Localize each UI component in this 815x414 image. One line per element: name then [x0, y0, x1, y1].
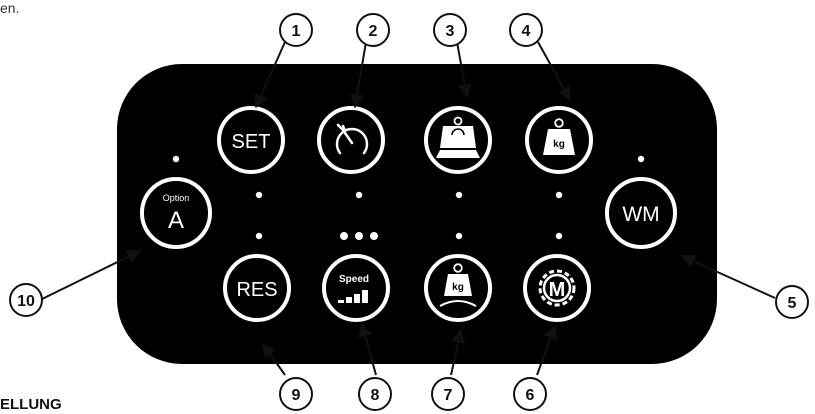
svg-text:9: 9: [292, 387, 301, 404]
callout-arrows: [41, 41, 776, 376]
res-button[interactable]: RES: [223, 254, 291, 322]
svg-text:6: 6: [526, 387, 535, 404]
wm-button[interactable]: WM: [605, 177, 677, 249]
text-fragment-bottom: ELLUNG: [0, 396, 62, 413]
speed-steps-icon: [338, 290, 368, 303]
option-small-label: Option: [163, 193, 190, 203]
load-platform-icon: [436, 116, 480, 158]
weight-button[interactable]: kg: [525, 106, 593, 174]
callout-9: 9: [279, 377, 313, 411]
weight-icon: kg: [543, 118, 575, 155]
weight-curve-button[interactable]: kg: [424, 254, 492, 322]
callout-5: 5: [775, 285, 809, 319]
speed-label: Speed: [339, 274, 369, 285]
svg-text:1: 1: [292, 23, 301, 40]
svg-text:8: 8: [371, 387, 380, 404]
speedometer-icon: [335, 123, 369, 155]
text-fragment-top: en.: [0, 0, 20, 16]
svg-text:4: 4: [522, 23, 531, 40]
svg-text:2: 2: [369, 23, 378, 40]
kg-label-bottom: kg: [452, 282, 464, 293]
svg-text:7: 7: [444, 387, 453, 404]
callout-3: 3: [433, 13, 467, 47]
speedometer-button[interactable]: [317, 106, 385, 174]
callout-10: 10: [9, 283, 43, 317]
motor-gear-icon: [538, 269, 576, 307]
svg-text:3: 3: [446, 23, 455, 40]
callout-1: 1: [279, 13, 313, 47]
weight-curve-icon: kg: [439, 263, 477, 307]
callout-7: 7: [431, 377, 465, 411]
indicator-dots: [172, 155, 645, 240]
speed-button[interactable]: Speed: [322, 254, 390, 322]
callout-6: 6: [513, 377, 547, 411]
svg-text:10: 10: [17, 293, 35, 310]
kg-label-top: kg: [553, 139, 565, 150]
callout-2: 2: [356, 13, 390, 47]
callout-8: 8: [358, 377, 392, 411]
set-label: SET: [232, 131, 271, 153]
wm-label: WM: [622, 203, 659, 226]
motor-label: M: [549, 279, 566, 301]
option-big-label: A: [168, 207, 184, 234]
load-platform-button[interactable]: [424, 106, 492, 174]
svg-text:5: 5: [788, 295, 797, 312]
motor-button[interactable]: M: [523, 254, 591, 322]
callout-4: 4: [509, 13, 543, 47]
set-button[interactable]: SET: [217, 106, 285, 174]
res-label: RES: [236, 279, 277, 301]
option-a-button[interactable]: Option A: [140, 177, 212, 249]
